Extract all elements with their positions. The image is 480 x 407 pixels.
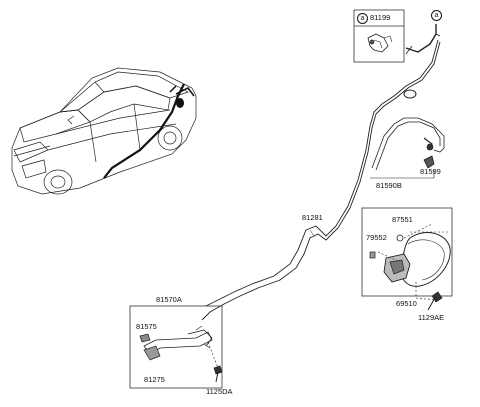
label-81281: 81281: [302, 213, 323, 222]
fuel-door-box: [361, 207, 453, 297]
label-1125DA: 1125DA: [206, 387, 233, 396]
bolt-1125DA-icon: [213, 365, 223, 383]
callout-inset: a: [357, 13, 368, 24]
cap-icon: [423, 155, 435, 169]
label-79552: 79552: [366, 233, 387, 242]
fuel-filler-door-icon: [400, 232, 451, 287]
lever-handle-81575-icon: [139, 333, 151, 343]
label-87551: 87551: [392, 215, 413, 224]
car-illustration-icon: [11, 67, 197, 195]
label-69510: 69510: [396, 299, 417, 308]
cable-81590B: [371, 117, 445, 171]
callout-cable: a: [431, 10, 442, 21]
label-81599: 81599: [420, 167, 441, 176]
release-cable-upper: [201, 24, 441, 321]
label-81575: 81575: [136, 322, 157, 331]
label-81570A: 81570A: [156, 295, 182, 304]
fuel-door-actuator-icon: [383, 253, 411, 283]
grommet-87551-icon: [396, 234, 404, 242]
label-81199: 81199: [370, 13, 391, 22]
label-81275: 81275: [144, 375, 165, 384]
car-cable-route: [103, 83, 185, 179]
label-1129AE: 1129AE: [418, 313, 445, 322]
release-lever-box: [129, 305, 223, 389]
bolt-1129AE-icon: [427, 291, 443, 311]
part-79552-icon: [369, 251, 376, 259]
lever-cover-81275-icon: [143, 345, 161, 361]
clip-icon: [367, 33, 393, 53]
inset-box: [353, 9, 405, 63]
label-81590B: 81590B: [376, 181, 402, 190]
